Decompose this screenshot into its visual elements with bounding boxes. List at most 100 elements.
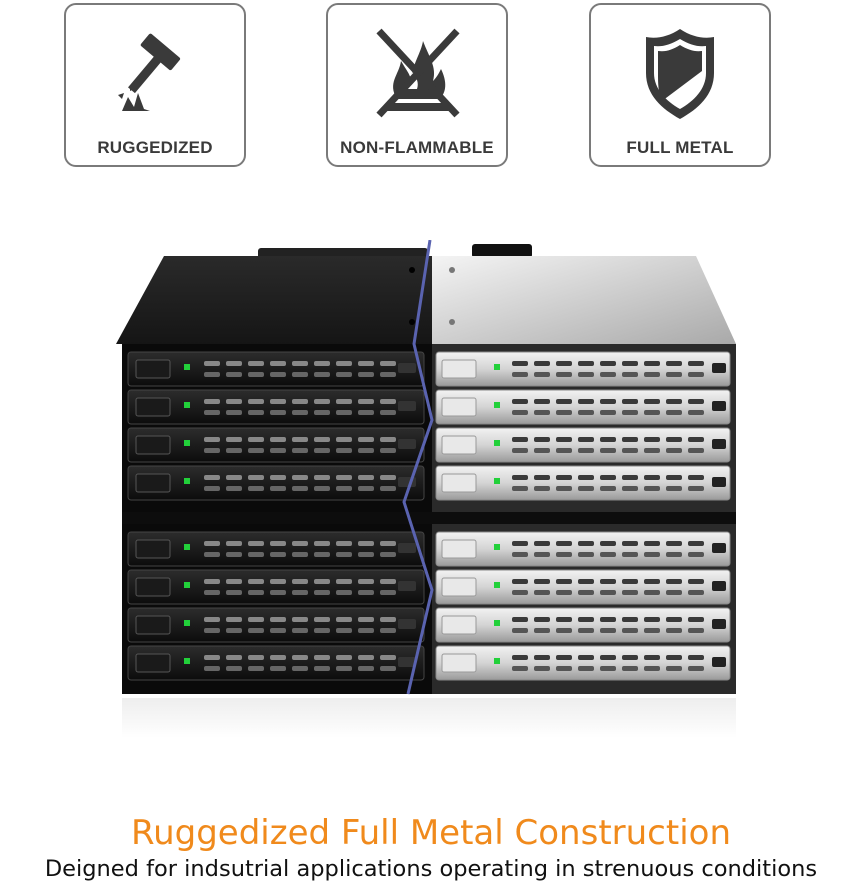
vent-slot (292, 372, 308, 377)
tray-handle (441, 359, 477, 379)
vent-slot (358, 579, 374, 584)
vent-slot (644, 655, 660, 660)
tray-latch (398, 619, 416, 629)
drive-tray-silver (435, 427, 731, 463)
led-indicator (184, 582, 190, 588)
tray-latch (712, 401, 726, 411)
vent-slot (688, 655, 704, 660)
vent-slot (622, 437, 638, 442)
vent-slot (688, 437, 704, 442)
vent-slot (666, 361, 682, 366)
vent-slot (556, 475, 572, 480)
vent-slot (534, 579, 550, 584)
vent-slot (380, 410, 396, 415)
vent-slot (666, 590, 682, 595)
vent-slot (380, 361, 396, 366)
vent-slot (204, 655, 220, 660)
vent-slot (644, 372, 660, 377)
led-indicator (494, 478, 500, 484)
vent-slot (358, 552, 374, 557)
vent-slot (622, 361, 638, 366)
vent-slot (380, 372, 396, 377)
vent-slot (556, 628, 572, 633)
vent-slot (270, 590, 286, 595)
vent-slot (578, 410, 594, 415)
vent-slot (600, 628, 616, 633)
vent-slot (380, 579, 396, 584)
vent-slot (270, 655, 286, 660)
vent-slot (600, 361, 616, 366)
vent-slot (292, 475, 308, 480)
vent-slot (248, 372, 264, 377)
vent-slot (512, 552, 528, 557)
vent-slot (644, 666, 660, 671)
vent-slot (226, 666, 242, 671)
vent-slot (336, 617, 352, 622)
vent-slot (512, 399, 528, 404)
vent-slot (292, 486, 308, 491)
vent-slot (380, 590, 396, 595)
vent-slot (358, 666, 374, 671)
vent-slot (556, 617, 572, 622)
tray-handle (135, 435, 171, 455)
vent-slot (688, 628, 704, 633)
tray-handle (441, 397, 477, 417)
vent-slot (622, 628, 638, 633)
vent-slot (226, 579, 242, 584)
led-indicator (184, 544, 190, 550)
tray-latch (712, 439, 726, 449)
tray-handle (441, 539, 477, 559)
vent-slot (534, 448, 550, 453)
vent-slot (358, 486, 374, 491)
vent-slot (292, 666, 308, 671)
drive-tray-silver (435, 531, 731, 567)
vent-slot (292, 617, 308, 622)
tray-latch (398, 657, 416, 667)
vent-slot (512, 448, 528, 453)
vent-slot (314, 617, 330, 622)
vent-slot (688, 617, 704, 622)
drive-tray-silver (435, 645, 731, 681)
vent-slot (380, 437, 396, 442)
vent-slot (226, 437, 242, 442)
vent-slot (578, 541, 594, 546)
vent-slot (578, 590, 594, 595)
vent-slot (556, 372, 572, 377)
vent-slot (204, 486, 220, 491)
tray-handle (441, 577, 477, 597)
vent-slot (336, 666, 352, 671)
vent-slot (314, 361, 330, 366)
vent-slot (248, 666, 264, 671)
vent-slot (358, 541, 374, 546)
vent-slot (534, 666, 550, 671)
led-indicator (184, 658, 190, 664)
vent-slot (688, 486, 704, 491)
vent-slot (578, 552, 594, 557)
vent-slot (578, 655, 594, 660)
vent-slot (644, 399, 660, 404)
vent-slot (314, 486, 330, 491)
feature-badge-full-metal: FULL METAL (589, 3, 771, 167)
vent-slot (336, 590, 352, 595)
vent-slot (248, 579, 264, 584)
vent-slot (336, 579, 352, 584)
vent-slot (578, 361, 594, 366)
vent-slot (226, 628, 242, 633)
vent-slot (314, 552, 330, 557)
vent-slot (314, 655, 330, 660)
vent-slot (534, 541, 550, 546)
tray-latch (398, 581, 416, 591)
vent-slot (556, 541, 572, 546)
tray-latch (712, 363, 726, 373)
vent-slot (600, 399, 616, 404)
vent-slot (666, 410, 682, 415)
vent-slot (204, 437, 220, 442)
vent-slot (292, 590, 308, 595)
vent-slot (204, 372, 220, 377)
vent-slot (512, 372, 528, 377)
drive-enclosure-illustration (116, 239, 736, 738)
vent-slot (336, 361, 352, 366)
feature-label: FULL METAL (626, 138, 734, 157)
vent-slot (248, 410, 264, 415)
vent-slot (336, 486, 352, 491)
